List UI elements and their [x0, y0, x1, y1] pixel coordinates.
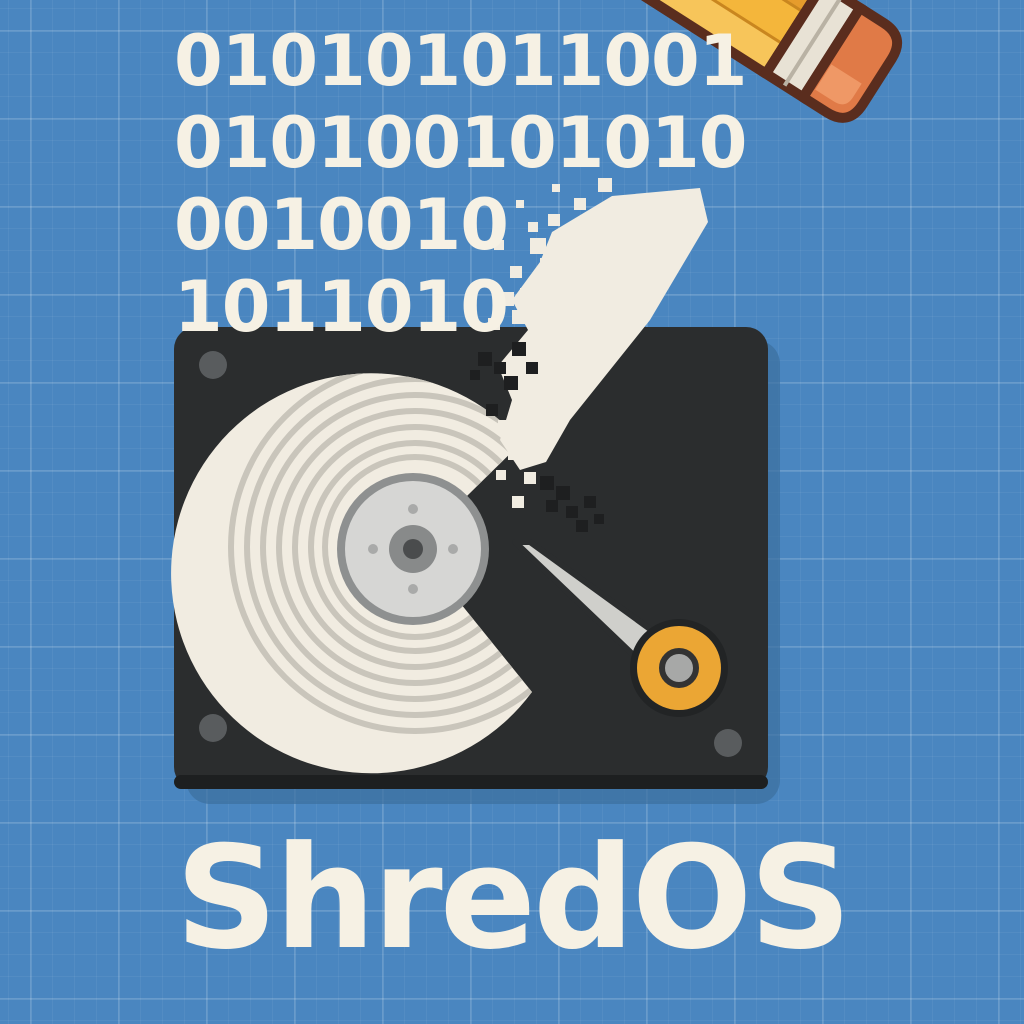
spindle-hub [337, 473, 489, 625]
binary-line: 1011010 [174, 266, 509, 348]
actuator-arm [512, 539, 728, 717]
binary-line: 0010010 [174, 184, 509, 266]
hard-drive-icon [171, 327, 780, 804]
binary-line: 010101011001 [174, 20, 747, 102]
shred-pixel-stream [470, 178, 708, 532]
pencil-icon [508, 0, 903, 123]
binary-line: 010100101010 [174, 102, 747, 184]
app-title: ShredOS [175, 816, 851, 981]
